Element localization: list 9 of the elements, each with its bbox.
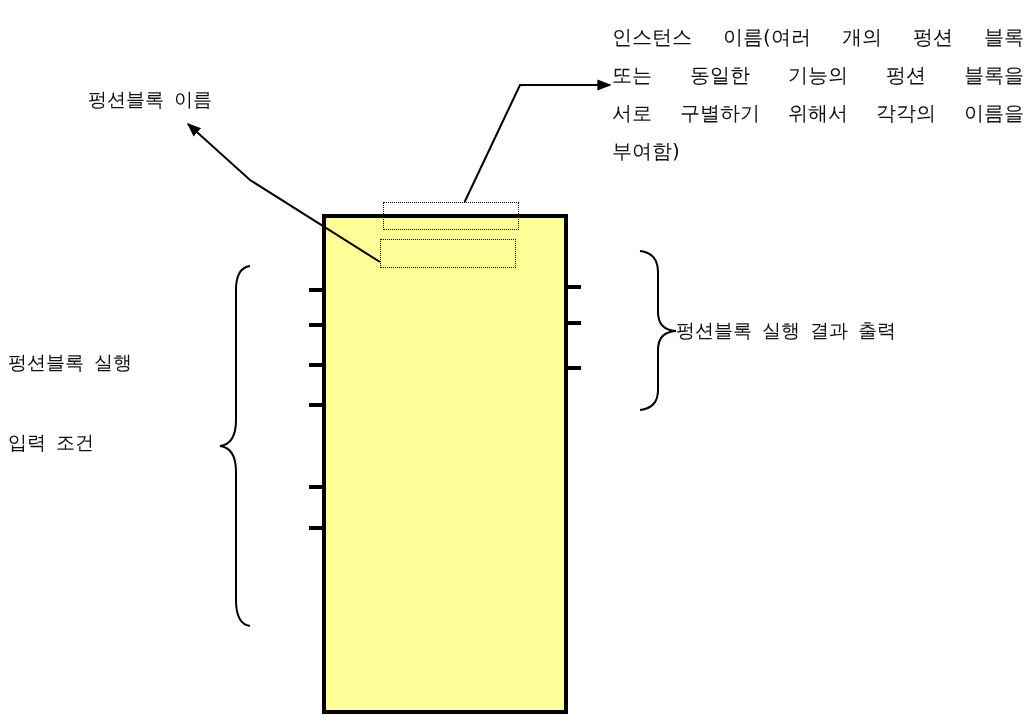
name-field-box xyxy=(380,239,516,268)
name-field-box xyxy=(383,202,519,230)
leader-line xyxy=(463,79,612,203)
output-label: 펑션블록 실행 결과 출력 xyxy=(676,315,1026,346)
name-label: 펑션블록 이름 xyxy=(88,84,288,115)
function-block xyxy=(322,214,568,714)
input-label: 펑션블록 실행 입력 조건 xyxy=(8,322,168,482)
instance-label: 인스턴스 이름(여러 개의 펑션 블록 또는 동일한 기능의 펑션 블록을 서로 구별하기 위해서 각각의 이름을 부여함) xyxy=(612,18,1024,170)
leader-line xyxy=(186,123,381,263)
